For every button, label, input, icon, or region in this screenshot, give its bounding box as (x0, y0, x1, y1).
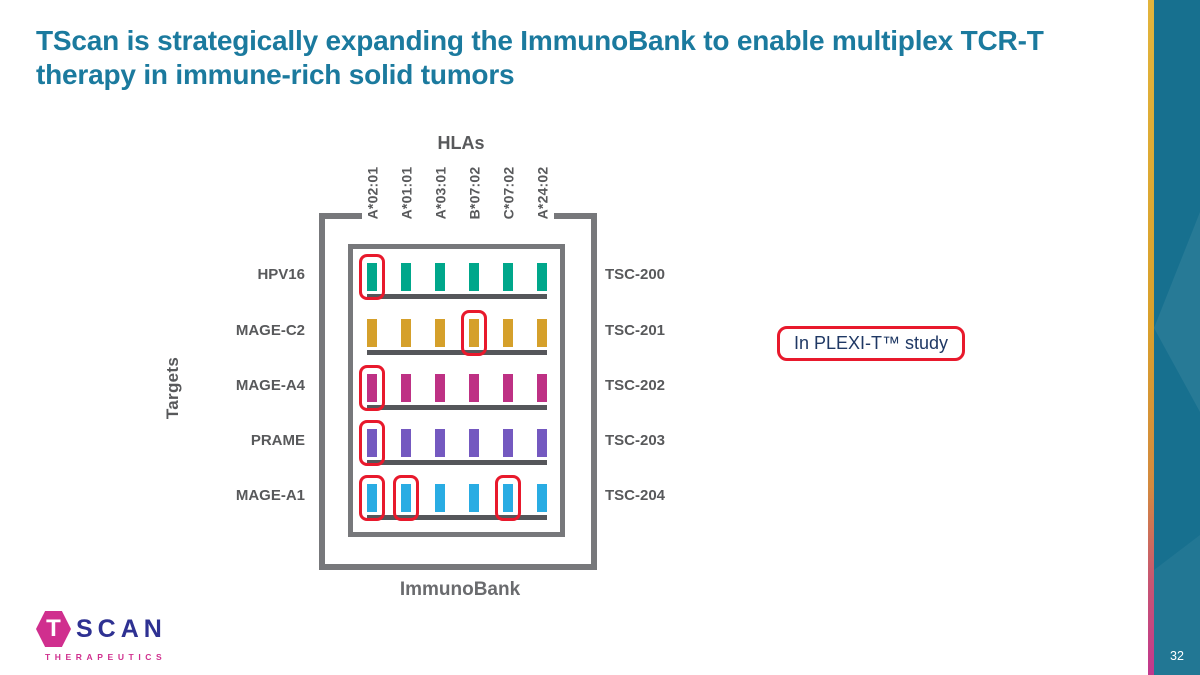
matrix-bar-mage-a1 (537, 484, 547, 512)
row-underline (367, 460, 547, 465)
matrix-bar-mage-c2 (435, 319, 445, 347)
matrix-bar-hpv16 (367, 263, 377, 291)
plexi-t-study-label: In PLEXI-T™ study (793, 333, 949, 353)
matrix-bar-mage-a1 (503, 484, 513, 512)
outer-frame-top-left-segment (319, 213, 362, 219)
matrix-bar-mage-c2 (401, 319, 411, 347)
matrix-bar-mage-a4 (435, 374, 445, 402)
matrix-bar-prame (537, 429, 547, 457)
matrix-bar-mage-c2 (537, 319, 547, 347)
highlight-box (495, 475, 521, 521)
matrix-bar-mage-a4 (367, 374, 377, 402)
row-underline (367, 294, 547, 299)
highlight-box (359, 420, 385, 466)
program-label: TSC-201 (605, 322, 666, 339)
tscan-hexagon-icon: T (36, 611, 71, 647)
matrix-bar-mage-a1 (435, 484, 445, 512)
right-edge-gradient-strip (1148, 0, 1154, 675)
right-edge-teal-band: 32 (1154, 0, 1200, 675)
matrix-bar-prame (469, 429, 479, 457)
row-underline (367, 405, 547, 410)
tscan-logo: T SCAN THERAPEUTICS (36, 609, 196, 664)
title-line-2: therapy in immune-rich solid tumors (36, 59, 515, 90)
matrix-bar-hpv16 (401, 263, 411, 291)
matrix-bar-mage-a4 (401, 374, 411, 402)
highlight-box (359, 365, 385, 411)
page-number: 32 (1170, 649, 1184, 663)
band-chevron-decoration (1154, 212, 1200, 412)
matrix-bar-mage-c2 (469, 319, 479, 347)
highlight-box (461, 310, 487, 356)
matrix-bar-mage-c2 (367, 319, 377, 347)
matrix-bar-mage-a1 (367, 484, 377, 512)
highlight-box (359, 475, 385, 521)
rows-axis-title: Targets (163, 356, 182, 420)
title-line-1: TScan is strategically expanding the Imm… (36, 25, 1044, 56)
matrix-bar-mage-a4 (503, 374, 513, 402)
row-underline (367, 350, 547, 355)
highlight-box (393, 475, 419, 521)
target-row-label: MAGE-A4 (235, 377, 305, 394)
matrix-bar-hpv16 (503, 263, 513, 291)
matrix-bar-prame (367, 429, 377, 457)
matrix-bar-mage-a4 (537, 374, 547, 402)
target-row-label: MAGE-A1 (235, 487, 305, 504)
program-label: TSC-200 (605, 266, 666, 283)
matrix-bar-mage-a4 (469, 374, 479, 402)
target-row-label: MAGE-C2 (235, 322, 305, 339)
matrix-bar-hpv16 (435, 263, 445, 291)
row-underline (367, 515, 547, 520)
matrix-bar-mage-a1 (401, 484, 411, 512)
matrix-bar-hpv16 (469, 263, 479, 291)
immunobank-title: ImmunoBank (399, 579, 521, 600)
target-row-label: PRAME (250, 432, 305, 449)
tscan-logo-tagline: THERAPEUTICS (45, 652, 167, 662)
program-label: TSC-203 (605, 432, 666, 449)
program-label: TSC-202 (605, 377, 666, 394)
columns-axis-title: HLAs (437, 133, 485, 153)
target-row-label: HPV16 (257, 266, 305, 283)
matrix-bar-mage-a1 (469, 484, 479, 512)
outer-frame-top-right-segment (554, 213, 597, 219)
matrix-bar-mage-c2 (503, 319, 513, 347)
plexi-t-study-callout: In PLEXI-T™ study (777, 326, 965, 361)
tscan-logo-name: SCAN (76, 615, 167, 643)
highlight-box (359, 254, 385, 300)
matrix-bar-prame (401, 429, 411, 457)
matrix-bar-prame (435, 429, 445, 457)
program-label: TSC-204 (605, 487, 666, 504)
page-title: TScan is strategically expanding the Imm… (36, 24, 1096, 92)
matrix-bar-prame (503, 429, 513, 457)
immunobank-outer-frame (319, 213, 597, 570)
matrix-bar-hpv16 (537, 263, 547, 291)
